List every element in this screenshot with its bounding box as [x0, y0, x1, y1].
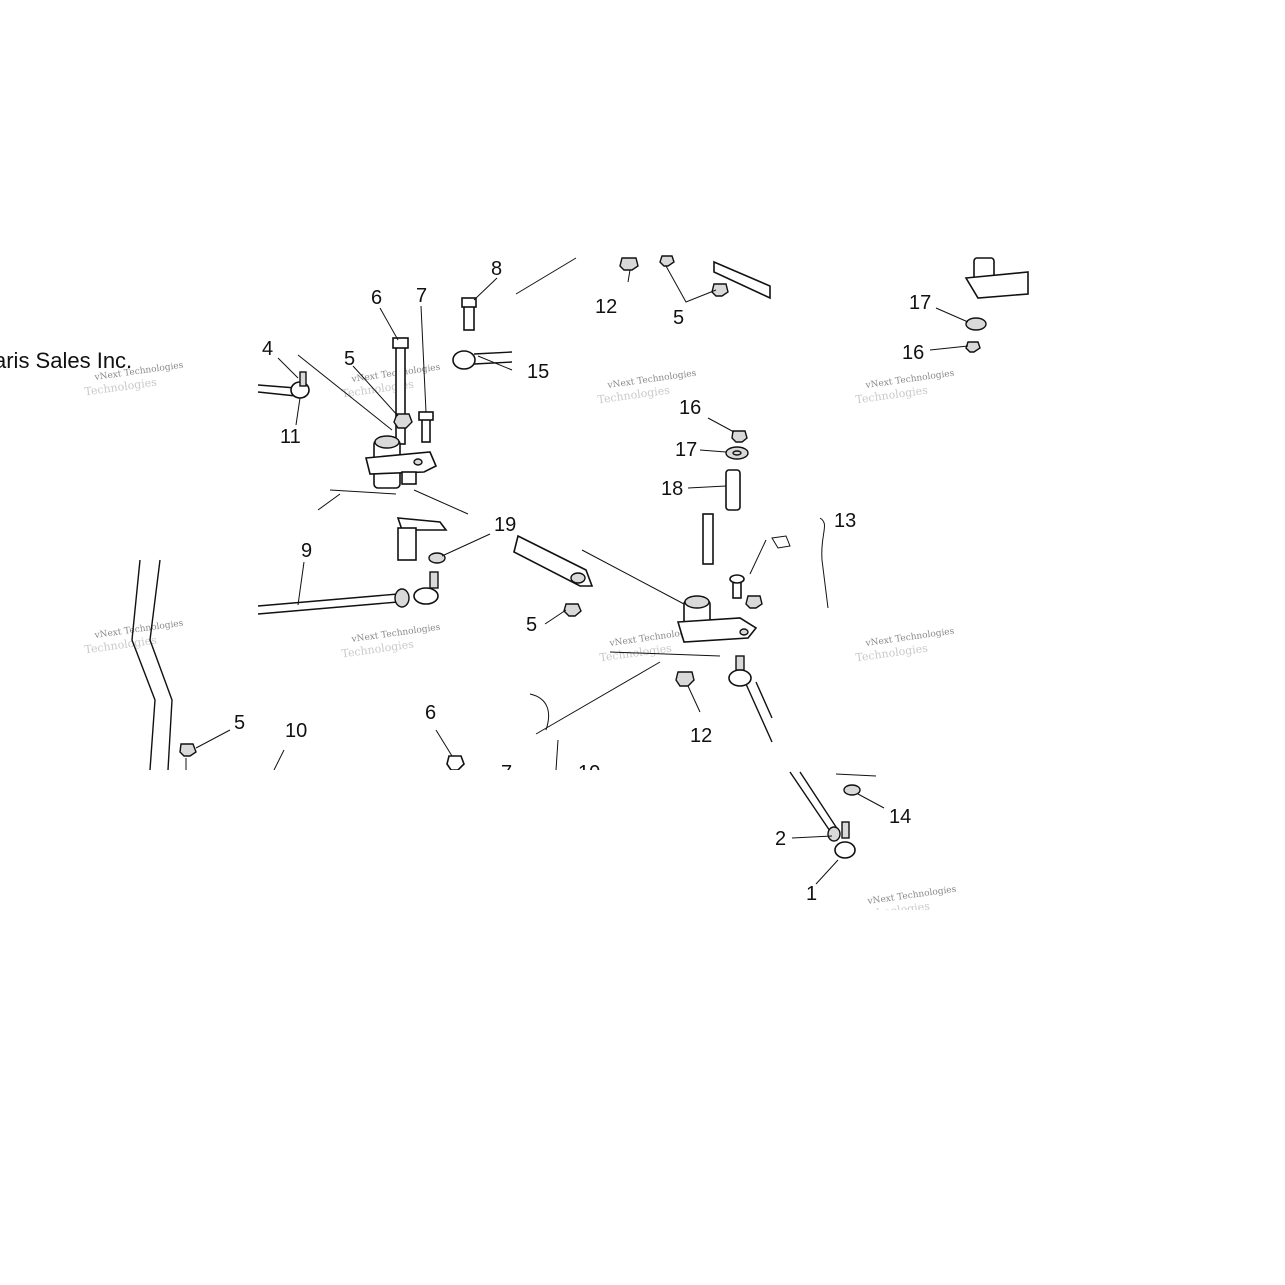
callouts: 1 2 4 5 5 5 5 6 6 7 7 8 9 10 10 11 12 12… [234, 258, 931, 905]
callout-9: 9 [301, 540, 312, 562]
left-steering-assembly [131, 257, 577, 771]
callout-12: 12 [595, 296, 617, 318]
callout-16: 16 [679, 397, 701, 419]
crop-masks [0, 770, 1285, 1285]
callout-5: 5 [344, 348, 355, 370]
watermark: vNext Technologies Technologies [855, 369, 956, 407]
callout-2: 2 [775, 828, 786, 850]
callout-7: 7 [416, 285, 427, 307]
right-steering-assembly [513, 255, 1029, 859]
callout-4: 4 [262, 338, 273, 360]
callout-5: 5 [526, 614, 537, 636]
callout-5: 5 [234, 712, 245, 734]
company-name: aris Sales Inc. [0, 348, 132, 373]
callout-19: 19 [494, 514, 516, 536]
callout-16: 16 [902, 342, 924, 364]
callout-17: 17 [675, 439, 697, 461]
callout-15: 15 [527, 361, 549, 383]
watermark: vNext Technologies Technologies [341, 623, 442, 661]
callout-8: 8 [491, 258, 502, 280]
callout-6: 6 [371, 287, 382, 309]
callout-14: 14 [889, 806, 911, 828]
callout-18: 18 [661, 478, 683, 500]
callout-10: 10 [285, 720, 307, 742]
callout-17: 17 [909, 292, 931, 314]
callout-13: 13 [834, 510, 856, 532]
callout-leaders [195, 265, 969, 885]
callout-5: 5 [673, 307, 684, 329]
callout-12: 12 [690, 725, 712, 747]
callout-1: 1 [806, 883, 817, 905]
watermark: vNext Technologies Technologies [855, 627, 956, 665]
callout-6: 6 [425, 702, 436, 724]
callout-11: 11 [280, 426, 301, 448]
